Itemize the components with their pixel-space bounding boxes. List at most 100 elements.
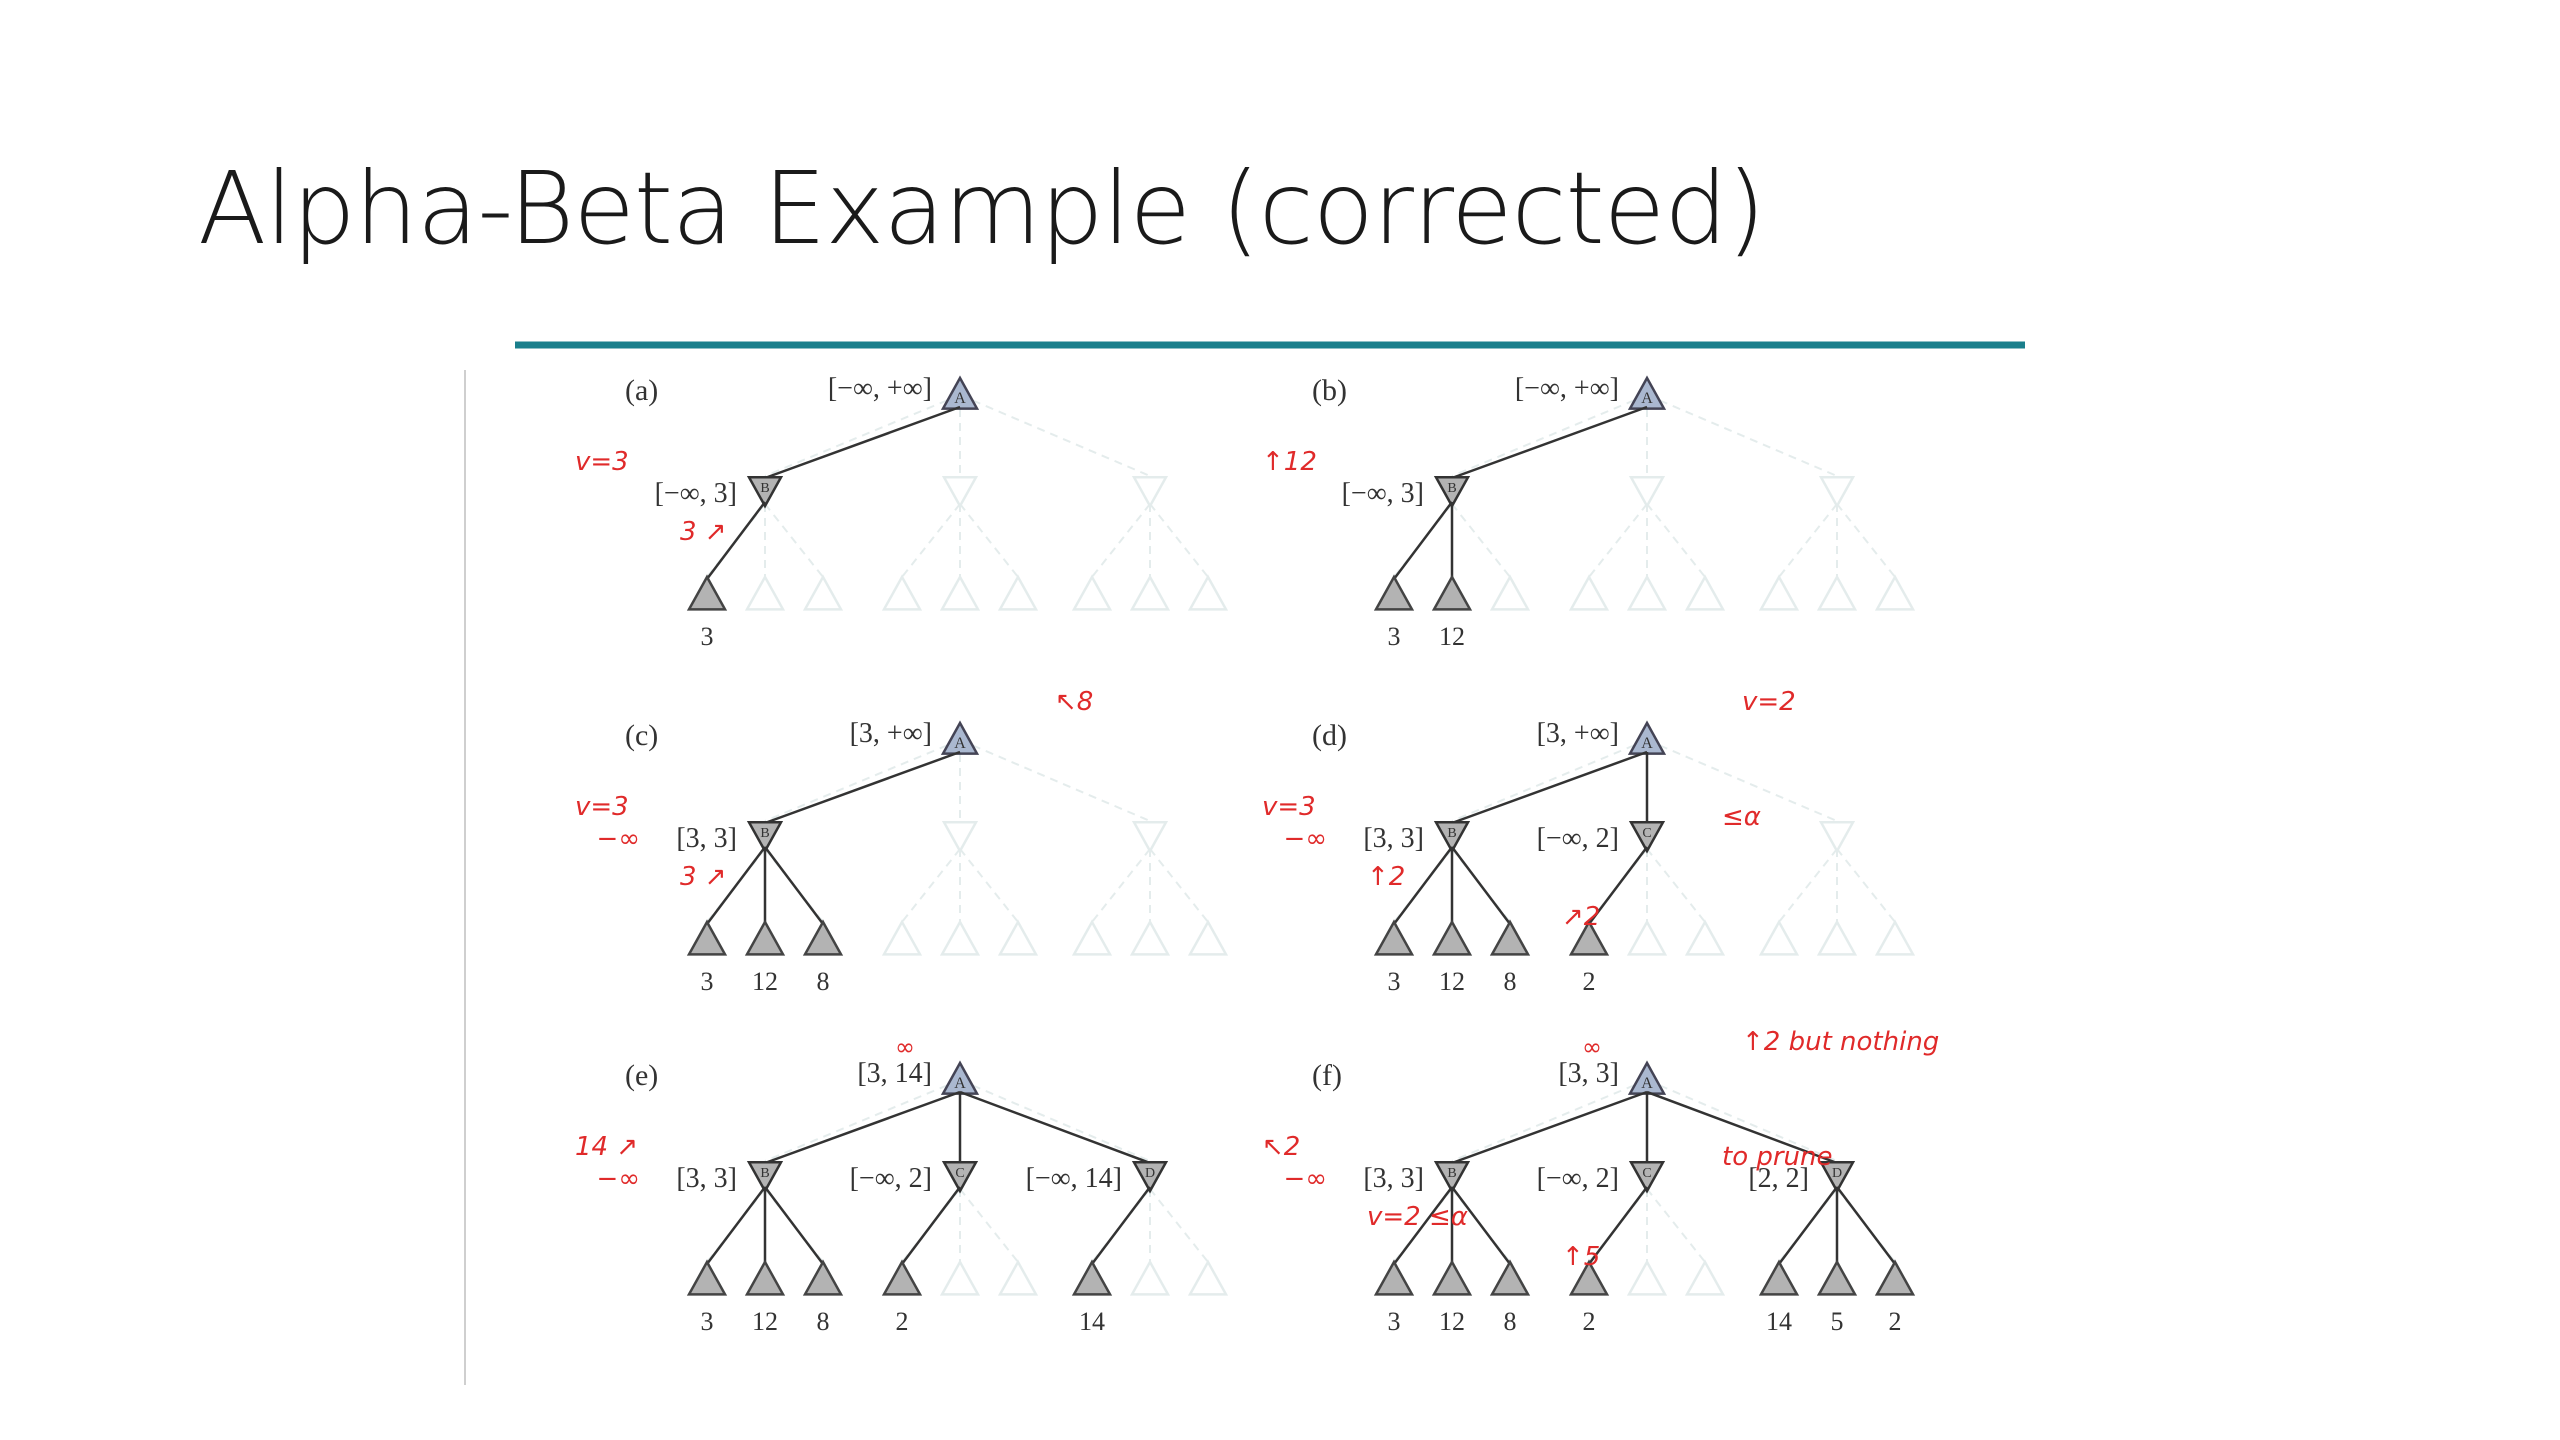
leaf-node-icon bbox=[1373, 1259, 1415, 1296]
node-letter: A bbox=[1641, 735, 1653, 752]
min-interval: [−∞, 2] bbox=[850, 1163, 932, 1194]
leaf-value: 3 bbox=[701, 967, 714, 996]
leaf-value: 12 bbox=[752, 1307, 778, 1336]
handwritten-note: v=3 bbox=[1262, 792, 1316, 822]
node-letter: A bbox=[954, 735, 966, 752]
root-interval: [3, 14] bbox=[857, 1058, 932, 1089]
panel-label: (d) bbox=[1312, 719, 1347, 752]
handwritten-note: to prune bbox=[1722, 1142, 1833, 1172]
node-letter: B bbox=[760, 481, 769, 496]
min-node-icon bbox=[1628, 820, 1666, 854]
leaf-node-icon bbox=[1874, 1259, 1916, 1296]
leaf-value: 8 bbox=[817, 1307, 830, 1336]
leaf-node-icon bbox=[881, 1259, 923, 1296]
panel-a: (a)A[−∞, +∞]B[−∞, 3]3v=33 ↗ bbox=[575, 373, 1229, 651]
unexplored-tree bbox=[686, 394, 1229, 611]
leaf-node-icon bbox=[1431, 919, 1473, 956]
node-letter: A bbox=[954, 390, 966, 407]
alpha-correction: −∞ bbox=[1284, 1164, 1327, 1194]
node-letter: C bbox=[955, 1166, 964, 1181]
node-letter: D bbox=[1832, 1166, 1842, 1181]
panel-label: (b) bbox=[1312, 374, 1347, 407]
leaf-node-icon bbox=[1758, 1259, 1800, 1296]
root-interval: [3, 3] bbox=[1558, 1058, 1619, 1089]
unexplored-tree bbox=[686, 739, 1229, 956]
leaf-node-icon bbox=[1816, 1259, 1858, 1296]
leaf-node-icon bbox=[686, 919, 728, 956]
leaf-node-icon bbox=[686, 574, 728, 611]
handwritten-note: 3 ↗ bbox=[680, 862, 727, 892]
handwritten-note: ↖8 bbox=[1055, 687, 1093, 717]
leaf-value: 3 bbox=[1388, 967, 1401, 996]
leaf-value: 14 bbox=[1766, 1307, 1792, 1336]
min-node-icon bbox=[941, 1160, 979, 1194]
leaf-value: 2 bbox=[1583, 967, 1596, 996]
min-node-icon bbox=[746, 475, 784, 509]
leaf-value: 2 bbox=[1889, 1307, 1902, 1336]
leaf-node-icon bbox=[1431, 1259, 1473, 1296]
leaf-node-icon bbox=[802, 919, 844, 956]
root-correction: ∞ bbox=[1582, 1033, 1602, 1061]
handwritten-note: v=3 bbox=[575, 792, 629, 822]
min-node-icon bbox=[1818, 1160, 1856, 1194]
panel-label: (e) bbox=[625, 1059, 658, 1092]
panel-label: (c) bbox=[625, 719, 658, 752]
handwritten-note: ↑12 bbox=[1262, 447, 1317, 477]
root-correction: ∞ bbox=[895, 1033, 915, 1061]
min-node-icon bbox=[1628, 1160, 1666, 1194]
leaf-node-icon bbox=[1489, 919, 1531, 956]
handwritten-note: 14 ↗ bbox=[575, 1132, 638, 1162]
leaf-node-icon bbox=[1373, 574, 1415, 611]
alpha-correction: −∞ bbox=[597, 1164, 640, 1194]
panel-label: (f) bbox=[1312, 1059, 1342, 1092]
min-interval: [2, 2] bbox=[1748, 1163, 1809, 1194]
leaf-node-icon bbox=[1431, 574, 1473, 611]
min-interval: [−∞, 2] bbox=[1537, 823, 1619, 854]
node-letter: B bbox=[760, 1166, 769, 1181]
panel-label: (a) bbox=[625, 374, 658, 407]
leaf-node-icon bbox=[1489, 1259, 1531, 1296]
leaf-node-icon bbox=[744, 1259, 786, 1296]
node-letter: C bbox=[1642, 1166, 1651, 1181]
min-node-icon bbox=[1433, 1160, 1471, 1194]
leaf-value: 8 bbox=[1504, 1307, 1517, 1336]
node-letter: A bbox=[1641, 390, 1653, 407]
slide-title: Alpha-Beta Example (corrected) bbox=[198, 150, 1766, 267]
alpha-correction: −∞ bbox=[1284, 824, 1327, 854]
leaf-value: 2 bbox=[896, 1307, 909, 1336]
leaf-node-icon bbox=[1568, 1259, 1610, 1296]
leaf-value: 12 bbox=[752, 967, 778, 996]
handwritten-note: ≤α bbox=[1722, 802, 1761, 832]
node-letter: B bbox=[1447, 1166, 1456, 1181]
min-node-icon bbox=[1433, 820, 1471, 854]
leaf-value: 3 bbox=[701, 622, 714, 651]
node-letter: B bbox=[760, 826, 769, 841]
leaf-value: 5 bbox=[1831, 1307, 1844, 1336]
root-interval: [−∞, +∞] bbox=[1515, 373, 1619, 404]
leaf-value: 12 bbox=[1439, 1307, 1465, 1336]
node-letter: D bbox=[1145, 1166, 1155, 1181]
min-interval: [−∞, 3] bbox=[655, 478, 737, 509]
leaf-value: 12 bbox=[1439, 622, 1465, 651]
handwritten-note: ↖2 bbox=[1262, 1132, 1300, 1162]
leaf-value: 3 bbox=[701, 1307, 714, 1336]
min-node-icon bbox=[1433, 475, 1471, 509]
handwritten-note: v=2 bbox=[1742, 687, 1796, 717]
min-node-icon bbox=[746, 820, 784, 854]
min-node-icon bbox=[746, 1160, 784, 1194]
root-interval: [−∞, +∞] bbox=[828, 373, 932, 404]
alpha-correction: −∞ bbox=[597, 824, 640, 854]
leaf-node-icon bbox=[744, 919, 786, 956]
leaf-value: 14 bbox=[1079, 1307, 1105, 1336]
node-letter: C bbox=[1642, 826, 1651, 841]
min-interval: [3, 3] bbox=[1363, 823, 1424, 854]
handwritten-note: v=2 ≤α bbox=[1367, 1202, 1468, 1232]
node-letter: A bbox=[1641, 1075, 1653, 1092]
handwritten-note: ↑5 bbox=[1562, 1242, 1600, 1272]
handwritten-note: ↗2 bbox=[1562, 902, 1600, 932]
